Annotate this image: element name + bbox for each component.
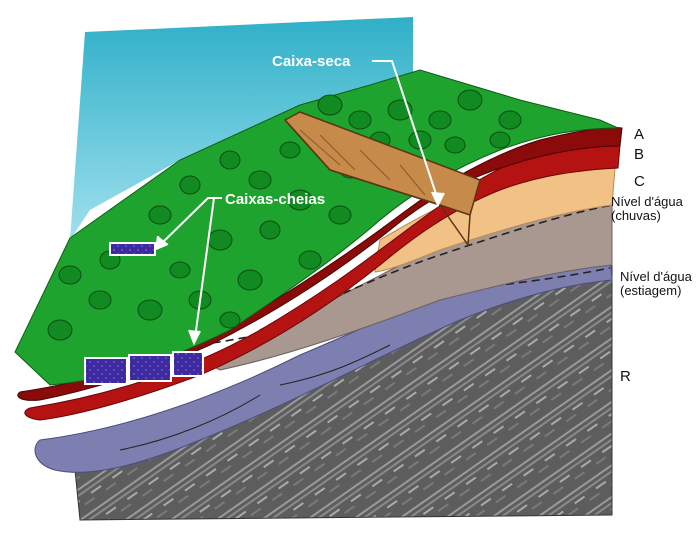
rainy-water-level-label: Nível d'água — [611, 194, 684, 209]
saprolite-layer — [198, 199, 613, 371]
layer-label-a: A — [634, 126, 644, 143]
flow-arrow — [279, 344, 391, 386]
layer-label-r: R — [620, 368, 631, 385]
callout-arrows — [154, 60, 445, 346]
rainy-water-level-sublabel: (chuvas) — [611, 208, 661, 223]
layer-label-c: C — [634, 173, 645, 190]
dry-water-level-sublabel: (estiagem) — [620, 283, 681, 298]
full-box-upper — [109, 242, 156, 256]
layer-label-b: B — [634, 146, 644, 163]
dry-box — [283, 111, 481, 248]
dry-water-level-label: Nível d'água — [620, 269, 693, 284]
dry-box-label: Caixa-seca — [272, 53, 351, 70]
flow-arrow — [119, 394, 261, 451]
groundwater-layer — [34, 254, 613, 473]
full-boxes-lower — [84, 351, 204, 385]
forest — [47, 89, 522, 341]
sky — [70, 17, 413, 240]
horizon-b-layer — [24, 144, 621, 421]
full-boxes-label: Caixas-cheias — [225, 191, 325, 208]
